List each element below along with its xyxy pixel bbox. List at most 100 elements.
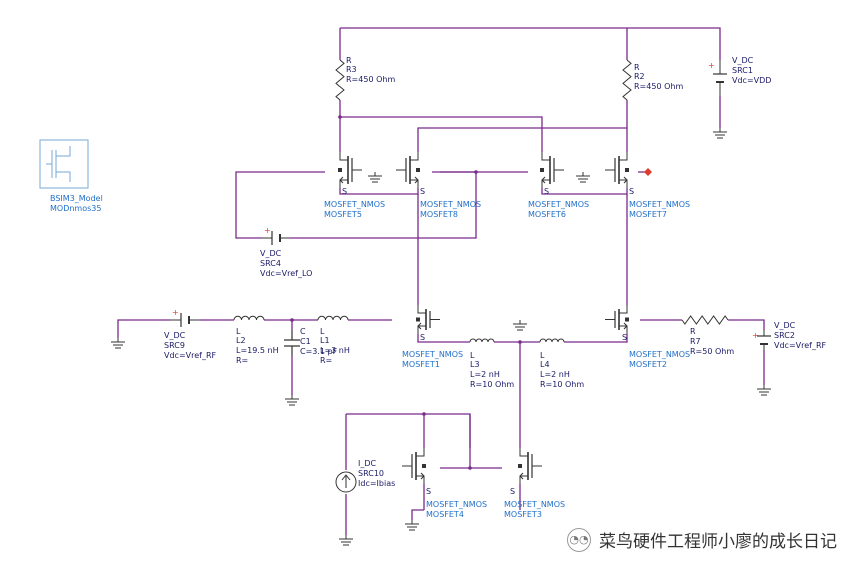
m1-type: MOSFET_NMOS: [402, 350, 463, 359]
ground-src2-symbol: [757, 385, 771, 396]
ground-lo-left-symbol: [368, 172, 382, 183]
l2-type: L: [236, 327, 241, 336]
dc-source-src1-plus-sign: +: [708, 61, 715, 70]
src2-value: Vdc=Vref_RF: [774, 341, 827, 350]
mosfet7-bulk-dot: [625, 168, 629, 172]
src10-type: I_DC: [358, 459, 377, 468]
src9-type: V_DC: [164, 331, 186, 340]
inductor-l4[interactable]: [539, 338, 565, 343]
resistor-r2[interactable]: [622, 59, 632, 101]
mosfet1-bulk-dot: [416, 317, 420, 322]
mosfet5-arrow: [339, 176, 344, 184]
mosfet3-arrow: [519, 472, 524, 480]
m2-s-pin: S: [622, 333, 627, 342]
m2-type: MOSFET_NMOS: [629, 350, 690, 359]
m7-ref: MOSFET7: [629, 210, 667, 219]
label-l1: L L1 L=3 nH R=: [320, 327, 350, 365]
label-m6: MOSFET_NMOS MOSFET6: [528, 200, 589, 219]
wechat-icon: ◔◔: [567, 527, 591, 552]
junction-dot-5: [422, 412, 426, 416]
label-m5: MOSFET_NMOS MOSFET5: [324, 200, 385, 219]
r2-type: R: [634, 63, 640, 72]
inductor-l3[interactable]: [469, 338, 495, 343]
m2-ref: MOSFET2: [629, 360, 667, 369]
m3-type: MOSFET_NMOS: [504, 500, 565, 509]
label-c1: C C1 C=3.1 pF: [300, 327, 338, 356]
ground-src10: [339, 535, 353, 546]
ground-src1-symbol: [713, 128, 727, 139]
junction-dot-2: [290, 318, 294, 322]
r3-type: R: [346, 56, 352, 65]
src1-ref: SRC1: [732, 66, 753, 75]
label-m2: MOSFET_NMOS MOSFET2: [629, 350, 690, 369]
m6-type: MOSFET_NMOS: [528, 200, 589, 209]
m3-s-pin: S: [510, 487, 515, 496]
mosfet1[interactable]: [416, 305, 440, 334]
l4-value: L=2 nH: [540, 370, 570, 379]
label-src4: V_DC SRC4 Vdc=Vref_LO: [260, 249, 312, 278]
r3-value: R=450 Ohm: [346, 75, 395, 84]
m5-type: MOSFET_NMOS: [324, 200, 385, 209]
m4-s-pin: S: [426, 487, 431, 496]
inductor-l2[interactable]: [233, 315, 265, 321]
l3-ref: L3: [470, 360, 480, 369]
mosfet7[interactable]: [605, 152, 629, 188]
src9-value: Vdc=Vref_RF: [164, 351, 217, 360]
label-l3: L L3 L=2 nH R=10 Ohm: [470, 351, 514, 389]
inductor-l3-coil: [469, 338, 495, 343]
dc-source-src4[interactable]: +: [262, 226, 290, 245]
l3-value: L=2 nH: [470, 370, 500, 379]
dc-source-src9[interactable]: +: [170, 308, 200, 327]
wires: [117, 27, 765, 535]
inductor-l1[interactable]: [317, 315, 349, 321]
resistor-r7[interactable]: [681, 315, 729, 325]
src4-value: Vdc=Vref_LO: [260, 269, 312, 278]
ground-c1-symbol: [285, 395, 299, 406]
mosfet5[interactable]: [338, 152, 362, 188]
junction-dot-3: [518, 340, 522, 344]
current-source-src10[interactable]: [335, 471, 357, 493]
l1-value: L=3 nH: [320, 346, 350, 355]
mosfet6[interactable]: [540, 152, 564, 188]
dc-source-src1[interactable]: +: [708, 60, 727, 96]
bsim3-model-block[interactable]: BSIM3_Model MODnmos35: [39, 139, 103, 213]
mosfet6-arrow: [541, 176, 546, 184]
resistor-r3-zigzag: [335, 59, 345, 101]
dc-source-src2[interactable]: +: [752, 330, 771, 350]
ground-src9-symbol: [111, 338, 125, 349]
c1-plates: [284, 330, 300, 356]
mosfet2[interactable]: [605, 305, 629, 334]
junction-dot-0: [338, 115, 342, 119]
src1-value: Vdc=VDD: [732, 76, 771, 85]
inductor-l1-coil: [317, 315, 349, 321]
r7-type: R: [690, 327, 696, 336]
ground-lo-right: [576, 172, 590, 183]
inductor-l2-coil: [233, 315, 265, 321]
r3-ref: R3: [346, 65, 357, 74]
ground-src1: [713, 128, 727, 139]
capacitor-c1[interactable]: [284, 330, 300, 356]
mosfet8-arrow: [414, 176, 419, 184]
resistor-r3[interactable]: [335, 59, 345, 101]
l2-ref: L2: [236, 336, 246, 345]
inductor-l4-coil: [539, 338, 565, 343]
mosfet4-arrow: [420, 472, 425, 480]
mosfet4[interactable]: [402, 448, 426, 484]
label-m1: MOSFET_NMOS MOSFET1: [402, 350, 463, 369]
mosfet8[interactable]: [396, 152, 420, 188]
c1-ref: C1: [300, 337, 311, 346]
m7-s-pin: S: [629, 187, 634, 196]
m7-type: MOSFET_NMOS: [629, 200, 690, 209]
src4-ref: SRC4: [260, 259, 281, 268]
mosfet2-bulk-dot: [625, 317, 629, 322]
label-m8: MOSFET_NMOS MOSFET8: [420, 200, 481, 219]
src2-ref: SRC2: [774, 331, 795, 340]
mosfet3[interactable]: [518, 448, 542, 484]
src10-arrow: [341, 474, 351, 488]
ground-src9: [111, 338, 125, 349]
ground-lo-left: [368, 172, 382, 183]
watermark-text: 菜鸟硬件工程师小廖的成长日记: [599, 532, 837, 552]
label-l2: L L2 L=19.5 nH R=: [236, 327, 279, 365]
src1-type: V_DC: [732, 56, 754, 65]
ground-c1: [285, 395, 299, 406]
